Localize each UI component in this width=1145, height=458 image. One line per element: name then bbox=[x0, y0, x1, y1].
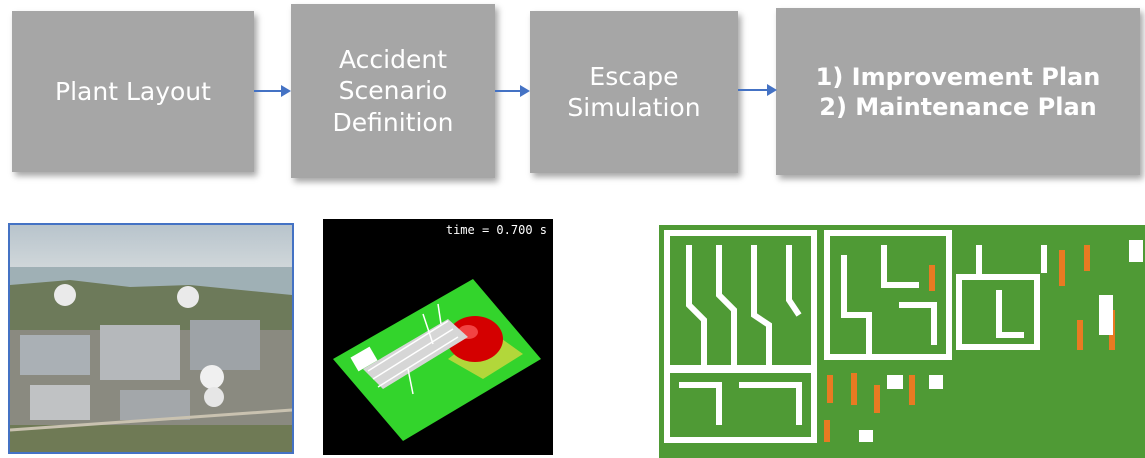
step-label: Escape Simulation bbox=[567, 61, 701, 122]
escape-map-2d bbox=[659, 225, 1145, 458]
step-escape-simulation: Escape Simulation bbox=[530, 11, 738, 173]
arrow-right-icon bbox=[738, 84, 777, 96]
simulation-time: time = 0.700 s bbox=[445, 223, 547, 237]
step-label: 1) Improvement Plan 2) Maintenance Plan bbox=[815, 62, 1101, 121]
plant-photo bbox=[8, 223, 294, 454]
arrow-right-icon bbox=[495, 85, 530, 97]
step-label: Plant Layout bbox=[55, 76, 211, 106]
fire-simulation-3d: time = 0.700 s bbox=[323, 219, 553, 455]
step-label: Accident Scenario Definition bbox=[332, 45, 454, 137]
step-plans: 1) Improvement Plan 2) Maintenance Plan bbox=[776, 8, 1140, 175]
step-plant-layout: Plant Layout bbox=[12, 11, 254, 172]
fire-simulation-image bbox=[333, 279, 541, 441]
plant-photo-image bbox=[10, 225, 292, 452]
escape-map-image bbox=[659, 225, 1145, 458]
step-accident-scenario: Accident Scenario Definition bbox=[291, 4, 495, 178]
arrow-right-icon bbox=[254, 85, 291, 97]
